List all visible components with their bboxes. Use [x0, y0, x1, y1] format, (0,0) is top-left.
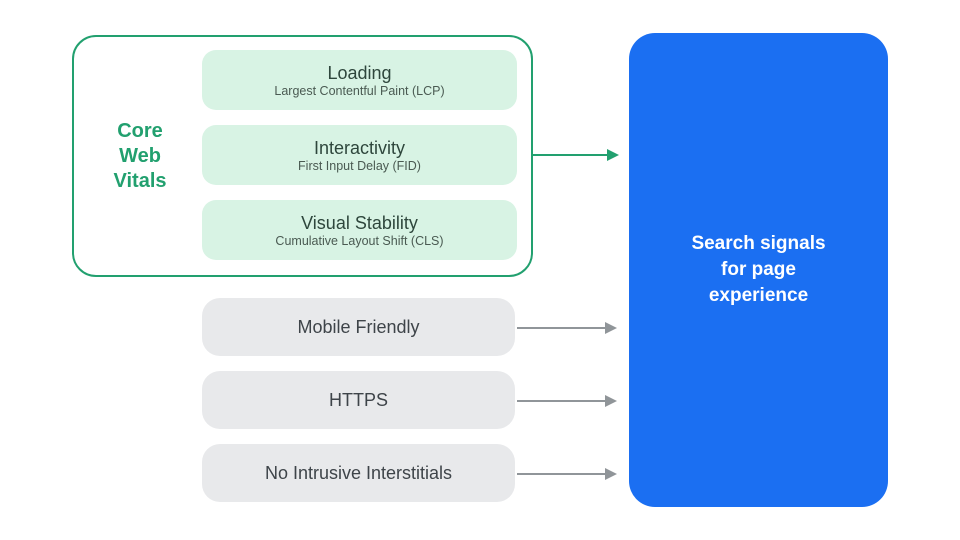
card-interactivity: Interactivity First Input Delay (FID)	[202, 125, 517, 185]
card-visual-stability-title: Visual Stability	[301, 212, 418, 233]
arrow-line	[517, 327, 605, 329]
card-loading-title: Loading	[327, 62, 392, 83]
pill-mobile-friendly-label: Mobile Friendly	[297, 316, 420, 337]
arrow-head-icon	[605, 468, 617, 480]
pill-mobile-friendly: Mobile Friendly	[202, 298, 515, 356]
pill-https: HTTPS	[202, 371, 515, 429]
pill-https-label: HTTPS	[328, 389, 388, 410]
arrow-line	[533, 154, 607, 156]
card-loading-subtitle: Largest Contentful Paint (LCP)	[274, 83, 445, 98]
pill-no-intrusive-interstitials-label: No Intrusive Interstitials	[264, 462, 453, 483]
core-web-vitals-label: Core Web Vitals	[113, 120, 167, 192]
search-signals-box: Search signals for page experience	[629, 33, 888, 507]
card-interactivity-subtitle: First Input Delay (FID)	[298, 158, 421, 173]
pill-no-intrusive-interstitials: No Intrusive Interstitials	[202, 444, 515, 502]
arrow-head-icon	[605, 322, 617, 334]
card-interactivity-title: Interactivity	[313, 137, 406, 158]
card-loading: Loading Largest Contentful Paint (LCP)	[202, 50, 517, 110]
arrow-line	[517, 400, 605, 402]
arrow-head-icon	[605, 395, 617, 407]
arrow-line	[517, 473, 605, 475]
search-signals-label: Search signals for page experience	[691, 233, 826, 306]
arrow-head-icon	[607, 149, 619, 161]
card-visual-stability-subtitle: Cumulative Layout Shift (CLS)	[275, 233, 444, 248]
card-visual-stability: Visual Stability Cumulative Layout Shift…	[202, 200, 517, 260]
